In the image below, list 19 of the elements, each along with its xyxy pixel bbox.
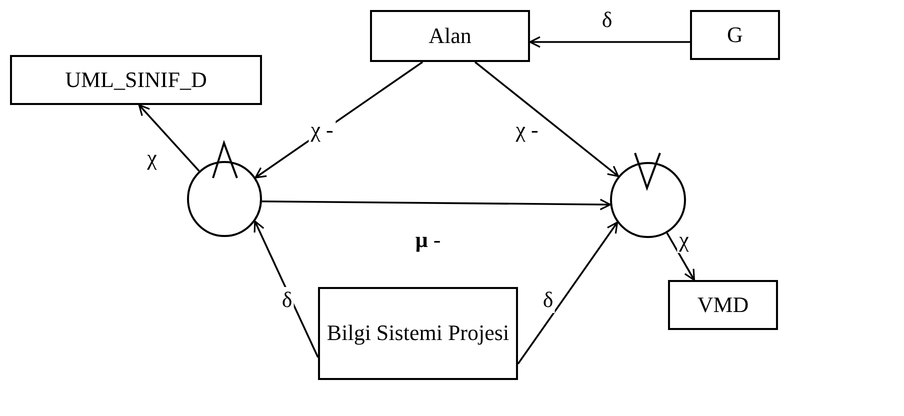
arrow — [666, 232, 695, 281]
process-box — [668, 280, 778, 330]
circle-node — [187, 161, 262, 237]
node-label: VMD — [697, 292, 749, 318]
process-box — [690, 10, 780, 60]
arrow — [138, 104, 200, 172]
arrow — [254, 220, 319, 358]
arrow — [474, 61, 620, 178]
arrow — [517, 222, 618, 364]
circle-node — [610, 162, 686, 238]
node-label: G — [727, 22, 743, 48]
node-label: UML_SINIF_D — [65, 66, 207, 94]
process-box — [10, 55, 262, 105]
arrow — [529, 36, 690, 48]
node-label: Alan — [428, 22, 472, 50]
process-box — [318, 287, 518, 380]
arrow — [262, 198, 612, 210]
process-box — [370, 10, 530, 62]
node-label: Bilgi Sistemi Projesi — [326, 320, 510, 347]
